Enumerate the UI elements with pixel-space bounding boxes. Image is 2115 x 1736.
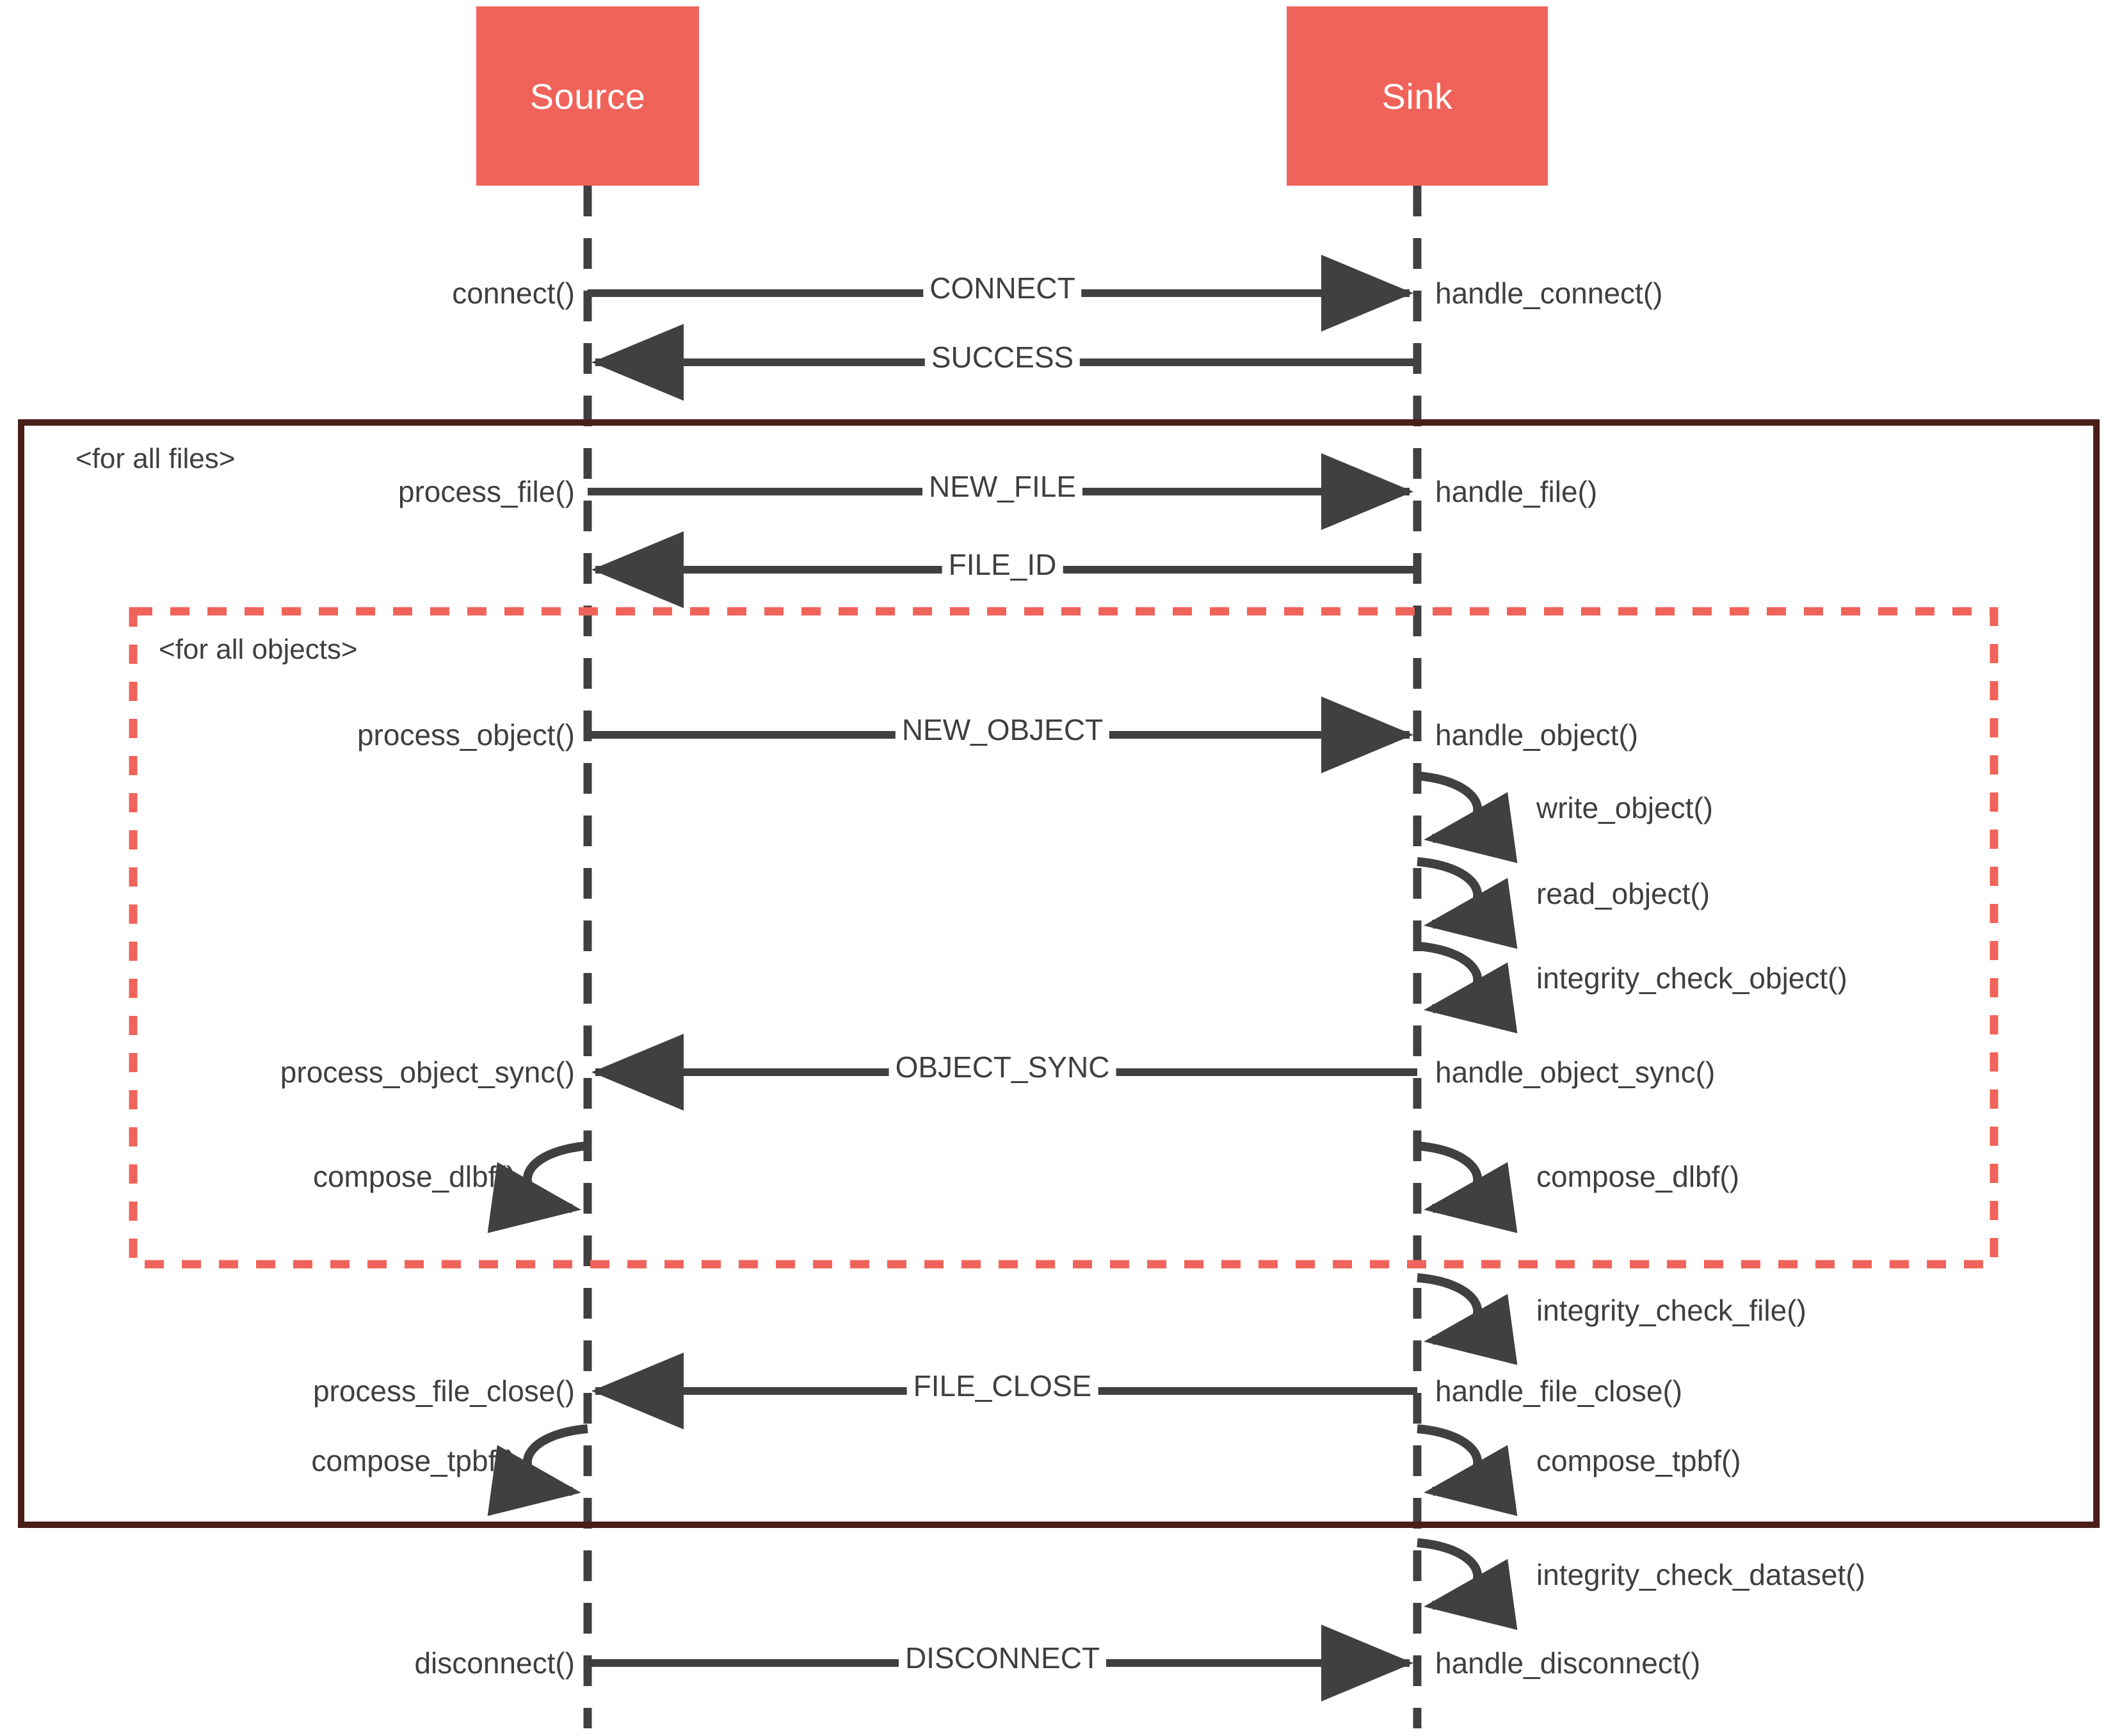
lifelines bbox=[583, 186, 1422, 1728]
sink-label-read-object: read_object() bbox=[1536, 877, 1710, 910]
source-label-disconnect: disconnect() bbox=[414, 1646, 575, 1680]
selfloop-integrity-check-dataset bbox=[1417, 1538, 1518, 1630]
sink-label-integrity-check-object: integrity_check_object() bbox=[1536, 961, 1847, 995]
message-text-object-sync: OBJECT_SYNC bbox=[889, 1052, 1116, 1082]
message-text-success: SUCCESS bbox=[924, 342, 1081, 372]
source-label-process-file: process_file() bbox=[398, 475, 575, 508]
source-label-compose-tpbf: compose_tpbf() bbox=[311, 1444, 516, 1477]
selfloop-integrity-check-object bbox=[1417, 942, 1518, 1034]
sink-label-write-object: write_object() bbox=[1536, 791, 1714, 824]
sink-label-handle-object: handle_object() bbox=[1435, 718, 1639, 751]
source-label-compose-dlbf: compose_dlbf() bbox=[312, 1160, 516, 1193]
source-label-process-file-close: process_file_close() bbox=[312, 1374, 575, 1408]
sink-label-integrity-check-dataset: integrity_check_dataset() bbox=[1536, 1558, 1865, 1591]
sink-label-handle-disconnect: handle_disconnect() bbox=[1435, 1646, 1701, 1680]
sink-label-handle-connect: handle_connect() bbox=[1435, 277, 1663, 310]
message-text-disconnect: DISCONNECT bbox=[898, 1643, 1107, 1673]
message-text-file-close: FILE_CLOSE bbox=[906, 1371, 1098, 1401]
message-text-file-id: FILE_ID bbox=[942, 550, 1063, 579]
participant-source-label: Source bbox=[529, 76, 646, 117]
source-label-connect: connect() bbox=[452, 277, 575, 310]
selfloop-compose-dlbf-sink bbox=[1417, 1141, 1518, 1234]
frame-label-for-all-objects: <for all objects> bbox=[159, 634, 358, 665]
frame-for-all-files bbox=[18, 419, 2100, 1528]
self-call-loops-source bbox=[487, 1141, 588, 1516]
self-call-loops bbox=[1417, 771, 1518, 1630]
participant-sink-label: Sink bbox=[1381, 76, 1453, 117]
participant-source[interactable]: Source bbox=[476, 6, 699, 186]
message-text-new-object: NEW_OBJECT bbox=[895, 715, 1110, 744]
message-text-new-file: NEW_FILE bbox=[922, 472, 1083, 501]
sink-label-compose-tpbf: compose_tpbf() bbox=[1536, 1444, 1741, 1477]
sink-label-handle-file-close: handle_file_close() bbox=[1435, 1374, 1683, 1408]
sink-label-integrity-check-file: integrity_check_file() bbox=[1536, 1294, 1806, 1327]
selfloop-compose-tpbf-source bbox=[487, 1424, 588, 1516]
selfloop-write-object bbox=[1417, 771, 1518, 864]
message-text-connect: CONNECT bbox=[923, 273, 1082, 303]
selfloop-compose-tpbf-sink bbox=[1417, 1424, 1518, 1516]
participant-sink[interactable]: Sink bbox=[1287, 6, 1548, 186]
sink-label-handle-file: handle_file() bbox=[1435, 475, 1598, 508]
frame-for-all-objects bbox=[129, 607, 1998, 1269]
frame-label-for-all-files: <for all files> bbox=[76, 443, 236, 474]
source-label-process-object-sync: process_object_sync() bbox=[280, 1056, 575, 1089]
selfloop-read-object bbox=[1417, 857, 1518, 949]
sink-label-handle-object-sync: handle_object_sync() bbox=[1435, 1056, 1716, 1089]
selfloop-compose-dlbf-source bbox=[487, 1141, 588, 1234]
selfloop-integrity-check-file bbox=[1417, 1273, 1518, 1365]
source-label-process-object: process_object() bbox=[357, 718, 575, 751]
sink-label-compose-dlbf: compose_dlbf() bbox=[1536, 1160, 1740, 1193]
